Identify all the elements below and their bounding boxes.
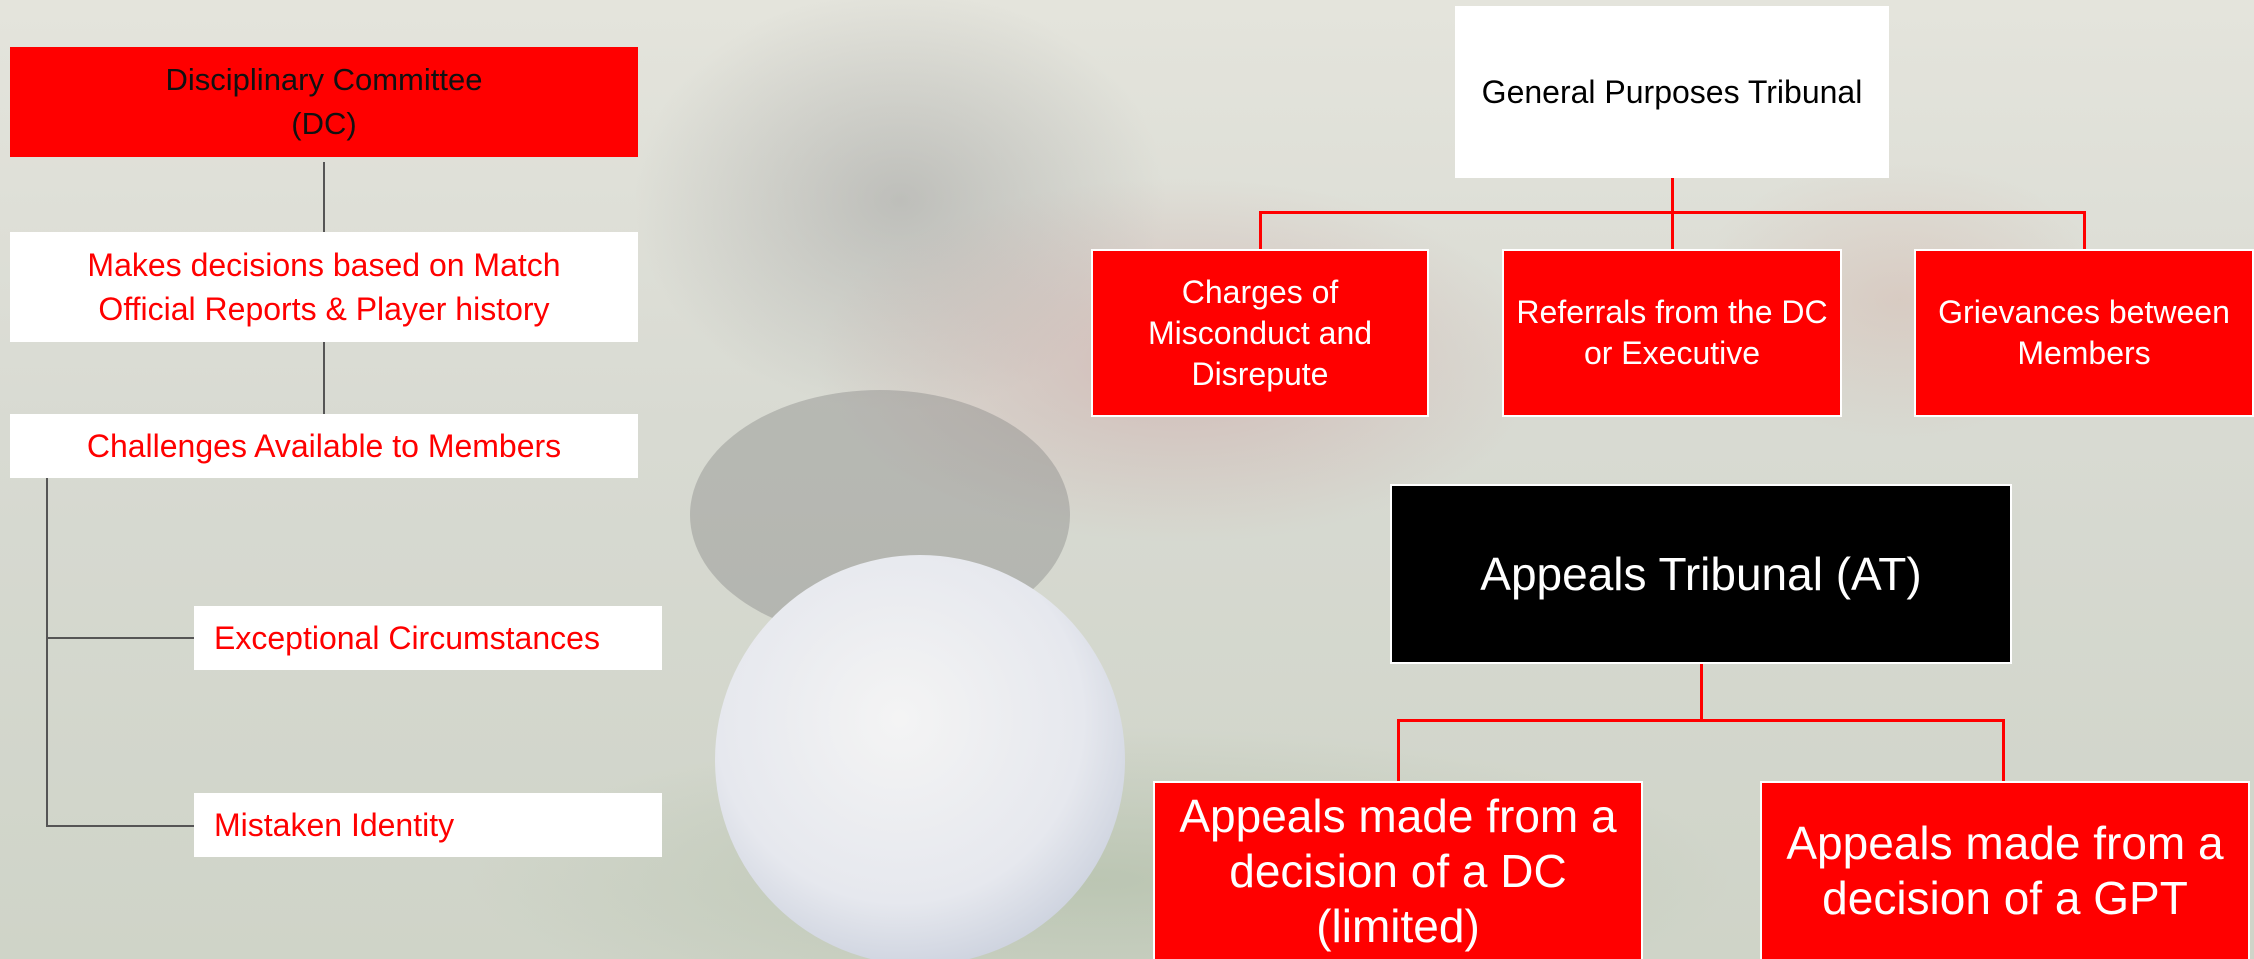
misconduct-line3: Disrepute	[1191, 355, 1329, 392]
gpt-connector-stem	[1671, 178, 1674, 213]
at-connector-left	[1397, 719, 1400, 781]
challenges-label: Challenges Available to Members	[86, 427, 562, 464]
connector-decision-challenges	[323, 342, 325, 414]
at-connector-stem	[1700, 664, 1703, 721]
mistaken-box: Mistaken Identity	[194, 793, 662, 857]
exceptional-label: Exceptional Circumstances	[214, 619, 600, 656]
gpt-connector-middle	[1671, 211, 1674, 249]
gpt-child-misconduct: Charges of Misconduct and Disrepute	[1091, 249, 1429, 417]
at-child-gpt-appeals: Appeals made from a decision of a GPT	[1760, 781, 2250, 959]
dc-title-line1: Disciplinary Committee	[165, 62, 483, 97]
dc-decision-line1: Makes decisions based on Match	[87, 247, 561, 283]
misconduct-line2: Misconduct and	[1147, 314, 1373, 351]
connector-mistaken-horizontal	[46, 825, 194, 827]
mistaken-label: Mistaken Identity	[214, 806, 455, 843]
grievances-line2: Members	[2017, 335, 2151, 371]
at-connector-right	[2002, 719, 2005, 781]
grievances-line1: Grievances between	[1938, 294, 2230, 330]
dc-decision-box: Makes decisions based on Match Official …	[10, 232, 638, 342]
dc-appeals-line3: (limited)	[1316, 900, 1480, 952]
gpt-appeals-line1: Appeals made from a	[1786, 817, 2224, 869]
at-connector-bar	[1397, 719, 2005, 722]
gpt-appeals-line2: decision of a GPT	[1822, 872, 2188, 924]
at-title: Appeals Tribunal (AT)	[1480, 548, 1922, 600]
dc-title-line2: (DC)	[291, 106, 357, 141]
referrals-line1: Referrals from the DC	[1516, 294, 1828, 330]
challenges-box: Challenges Available to Members	[10, 414, 638, 478]
connector-dc-decision	[323, 162, 325, 232]
connector-exceptional-horizontal	[46, 637, 194, 639]
misconduct-line1: Charges of	[1181, 273, 1339, 310]
connector-challenges-vertical	[46, 478, 48, 827]
dc-box: Disciplinary Committee (DC)	[10, 47, 638, 157]
at-box: Appeals Tribunal (AT)	[1390, 484, 2012, 664]
dc-appeals-line2: decision of a DC	[1229, 845, 1567, 897]
gpt-connector-right	[2083, 211, 2086, 249]
dc-decision-line2: Official Reports & Player history	[98, 291, 550, 327]
exceptional-box: Exceptional Circumstances	[194, 606, 662, 670]
gpt-connector-left	[1259, 211, 1262, 249]
gpt-box: General Purposes Tribunal	[1455, 6, 1889, 178]
gpt-title: General Purposes Tribunal	[1481, 73, 1863, 110]
gpt-child-referrals: Referrals from the DC or Executive	[1502, 249, 1842, 417]
referrals-line2: or Executive	[1583, 335, 1761, 371]
dc-appeals-line1: Appeals made from a	[1179, 790, 1617, 842]
at-child-dc-appeals: Appeals made from a decision of a DC (li…	[1153, 781, 1643, 959]
football-image	[715, 555, 1125, 959]
gpt-child-grievances: Grievances between Members	[1914, 249, 2254, 417]
